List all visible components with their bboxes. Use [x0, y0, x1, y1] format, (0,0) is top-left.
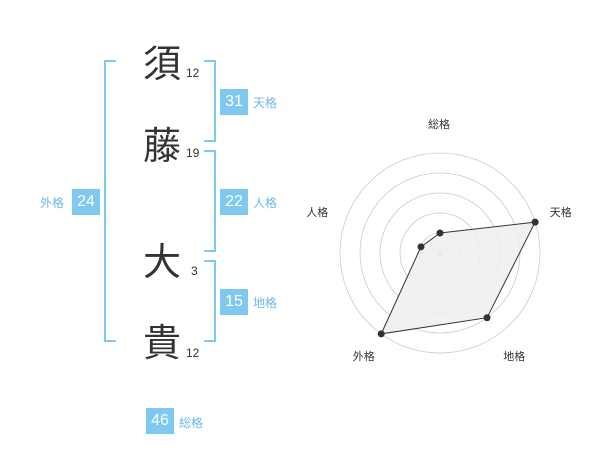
gaikaku-bracket — [104, 60, 116, 342]
soukaku-label: 総格 — [179, 416, 204, 430]
radar-axis-label-0: 総格 — [428, 118, 450, 131]
stroke-count-3: 3 — [191, 264, 198, 278]
name-char-1: 須 — [142, 42, 181, 86]
chikaku-value: 15 — [220, 289, 248, 315]
tenkaku-label: 天格 — [253, 96, 278, 110]
jinkaku-label: 人格 — [253, 196, 278, 210]
radar-point-4 — [417, 243, 425, 251]
gaikaku-label: 外格 — [40, 196, 65, 210]
chikaku-bracket — [204, 260, 216, 342]
radar-area — [380, 221, 536, 335]
radar-point-3 — [377, 330, 385, 338]
name-char-4: 貴 — [142, 321, 181, 365]
tenkaku-value: 31 — [220, 89, 248, 115]
tenkaku-bracket — [204, 60, 216, 142]
jinkaku-bracket — [204, 150, 216, 252]
radar-axis-label-4: 人格 — [306, 206, 329, 220]
radar-axis-label-2: 地格 — [503, 349, 526, 363]
name-char-3: 大 — [142, 240, 181, 284]
radar-point-2 — [483, 314, 491, 322]
stroke-count-2: 19 — [186, 146, 200, 160]
stroke-count-4: 12 — [186, 346, 200, 360]
stroke-count-1: 12 — [186, 66, 200, 80]
chikaku-label: 地格 — [253, 296, 278, 310]
radar-point-1 — [531, 218, 539, 226]
soukaku-value: 46 — [146, 408, 174, 434]
radar-point-0 — [436, 229, 444, 237]
radar-axis-label-3: 外格 — [352, 349, 375, 363]
name-char-2: 藤 — [142, 124, 181, 168]
gaikaku-value: 24 — [72, 189, 100, 215]
jinkaku-value: 22 — [220, 189, 248, 215]
radar-ring-5 — [339, 152, 541, 354]
radar-axis-label-1: 天格 — [549, 206, 572, 220]
